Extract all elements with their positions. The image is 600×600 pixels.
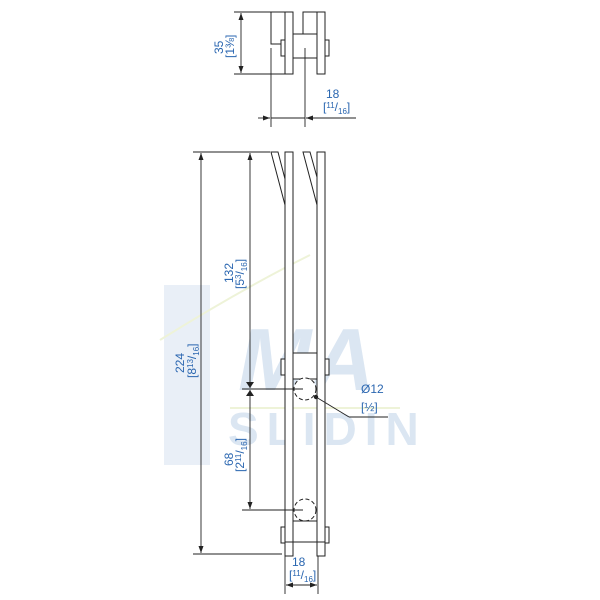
dim-132-inch: [53/16] [233,259,249,289]
top-right-outer-plate [302,11,318,35]
left-foot [284,541,294,557]
upper-knob-left [280,358,286,376]
lower-spacer [292,520,318,543]
top-view: 35 [1⅜] 18 [11/16] [212,11,356,127]
top-left-inner-plate [284,11,294,75]
dim-18-top-inch: [11/16] [323,100,350,116]
top-right-knob [324,39,330,57]
lower-knob-left [280,526,286,544]
hole-leader-line [313,394,350,418]
dim-224-mm: 224 [173,353,187,373]
top-right-inner-plate [316,11,326,75]
dim-224-inch: [813/16] [185,343,201,378]
dim-35-mm: 35 [212,40,226,54]
watermark-text-bottom: SLIDIN [228,403,427,455]
upper-spacer [292,352,318,380]
front-view: 224 [813/16] 132 [53/16] 68 [211/16] Ø12… [173,151,388,594]
right-foot [316,541,326,557]
top-left-outer-plate [270,11,286,45]
front-left-rail [284,151,294,549]
top-left-knob [280,39,286,57]
dim-35-inch: [1⅜] [223,35,237,58]
dim-18-bottom-inch: [11/16] [289,568,316,584]
lower-knob-right [324,526,330,544]
dim-68-mm: 68 [222,452,236,466]
dim-18-bottom-mm: 18 [292,555,306,569]
dim-hole-diameter-mm: Ø12 [361,382,384,396]
dim-68-inch: [211/16] [233,438,249,472]
dim-hole-diameter-inch: [½] [361,400,378,414]
dim-18-top-mm: 18 [326,87,340,101]
upper-knob-right [324,358,330,376]
dim-132-mm: 132 [222,263,236,283]
front-right-rail [316,151,326,549]
